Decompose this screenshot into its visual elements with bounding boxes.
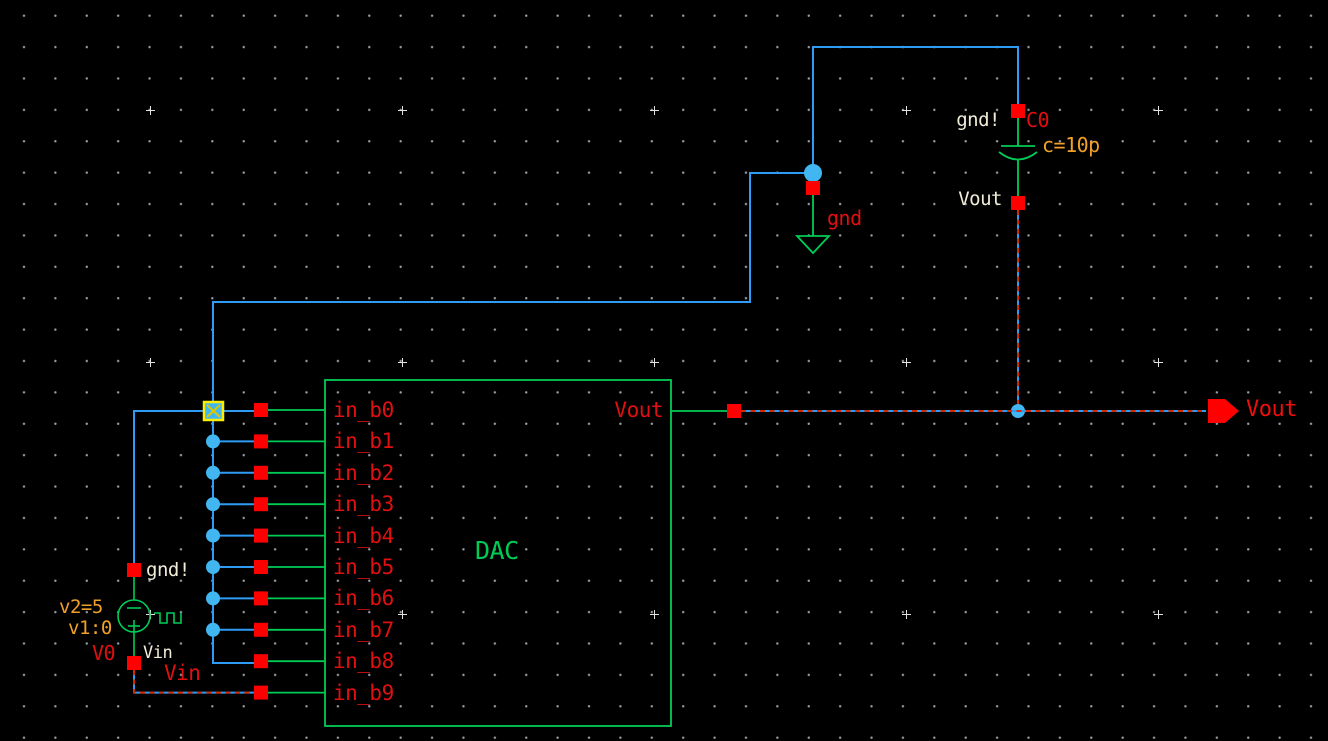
grid-major-cross — [650, 106, 659, 115]
junction-dot[interactable] — [206, 622, 220, 637]
gnd-net-label[interactable]: gnd — [827, 206, 862, 230]
junction-dot[interactable] — [804, 164, 822, 182]
dac-label[interactable]: DAC — [475, 536, 519, 565]
grid-major-cross — [650, 610, 659, 619]
junction-dot[interactable] — [206, 497, 220, 512]
output-port-arrow[interactable] — [1208, 399, 1239, 423]
dac-input-pin-label[interactable]: in_b1 — [333, 429, 394, 454]
pin-square[interactable] — [254, 465, 268, 480]
dac-input-pin-label[interactable]: in_b4 — [333, 523, 394, 548]
grid-major-cross — [398, 106, 407, 115]
dac-input-pin-label[interactable]: in_b6 — [333, 586, 394, 611]
grid-major-cross — [146, 106, 155, 115]
capacitor-symbol[interactable] — [998, 118, 1038, 196]
dac-input-pin-label[interactable]: in_b2 — [333, 460, 394, 485]
vsource-bottom-pin-label[interactable]: Vin — [143, 643, 173, 663]
pin-square[interactable] — [254, 497, 268, 512]
wire-vsource-to-xmarker[interactable] — [133, 410, 205, 563]
junction-dot[interactable] — [206, 560, 220, 574]
junction-dot[interactable] — [206, 465, 220, 480]
pin-square[interactable] — [727, 404, 741, 418]
pin-square[interactable] — [254, 560, 268, 574]
connection-x-marker[interactable] — [202, 400, 225, 422]
cap-value-label[interactable]: c=10p — [1042, 133, 1100, 157]
pins-static — [127, 104, 1025, 670]
grid-major-cross — [1154, 106, 1163, 115]
ground-symbol[interactable] — [794, 195, 832, 255]
pin-square[interactable] — [254, 622, 268, 637]
pin-square[interactable] — [254, 591, 268, 606]
dac-input-pin-label[interactable]: in_b8 — [333, 649, 394, 674]
nets-selected — [133, 210, 1206, 694]
vin-net-label[interactable]: Vin — [164, 661, 201, 685]
grid-major-cross — [1154, 358, 1163, 367]
pin-square[interactable] — [1011, 196, 1025, 210]
vsource-top-net-label[interactable]: gnd! — [146, 559, 190, 581]
wire-cap-to-gnd-net[interactable] — [812, 46, 1019, 166]
pin-square[interactable] — [1011, 104, 1025, 118]
junction-dot[interactable] — [206, 591, 220, 606]
dac-input-pin-label[interactable]: in_b7 — [333, 617, 394, 642]
grid-major-cross — [398, 358, 407, 367]
pin-square[interactable] — [254, 685, 268, 700]
grid-major-cross — [902, 106, 911, 115]
dac-input-pin-label[interactable]: in_b3 — [333, 492, 394, 517]
grid-major-cross — [146, 358, 155, 367]
dac-input-pin-label[interactable]: in_b9 — [333, 680, 394, 705]
pin-square[interactable] — [806, 181, 820, 195]
junction-dot[interactable] — [206, 434, 220, 449]
wire-gnd-to-inb8[interactable] — [212, 172, 813, 664]
pulse-waveform-icon — [154, 612, 182, 624]
vsource-instance-name[interactable]: V0 — [92, 641, 116, 665]
cap-bottom-net-label[interactable]: Vout — [958, 188, 1002, 210]
pin-square[interactable] — [127, 656, 141, 670]
pin-square[interactable] — [127, 563, 141, 577]
dac-output-pin-label[interactable]: Vout — [614, 398, 663, 422]
components-green — [117, 118, 1038, 727]
dac-input-rows — [206, 403, 325, 700]
dac-input-pin-label[interactable]: in_b0 — [333, 398, 394, 422]
dac-symbol-body[interactable] — [324, 379, 672, 727]
pin-square[interactable] — [254, 528, 268, 543]
vsource-param-v1[interactable]: v1:0 — [68, 617, 112, 639]
grid-major-cross — [902, 358, 911, 367]
grid-major-cross — [650, 358, 659, 367]
output-port-label[interactable]: Vout — [1246, 397, 1297, 422]
pin-square[interactable] — [254, 654, 268, 669]
pin-square[interactable] — [254, 434, 268, 449]
dac-input-pin-label[interactable]: in_b5 — [333, 555, 394, 579]
junction-dot[interactable] — [206, 528, 220, 543]
grid-major-cross — [398, 610, 407, 619]
vsource-symbol[interactable] — [117, 577, 182, 656]
pin-square[interactable] — [254, 403, 268, 417]
cap-instance-name[interactable]: C0 — [1026, 108, 1050, 132]
wires-blue — [133, 46, 1019, 664]
vsource-param-v2[interactable]: v2=5 — [59, 596, 103, 618]
net-vin-highlight[interactable] — [133, 670, 254, 694]
grid-major-cross — [902, 610, 911, 619]
grid-major-cross — [1154, 610, 1163, 619]
cap-top-net-label[interactable]: gnd! — [956, 109, 1000, 131]
